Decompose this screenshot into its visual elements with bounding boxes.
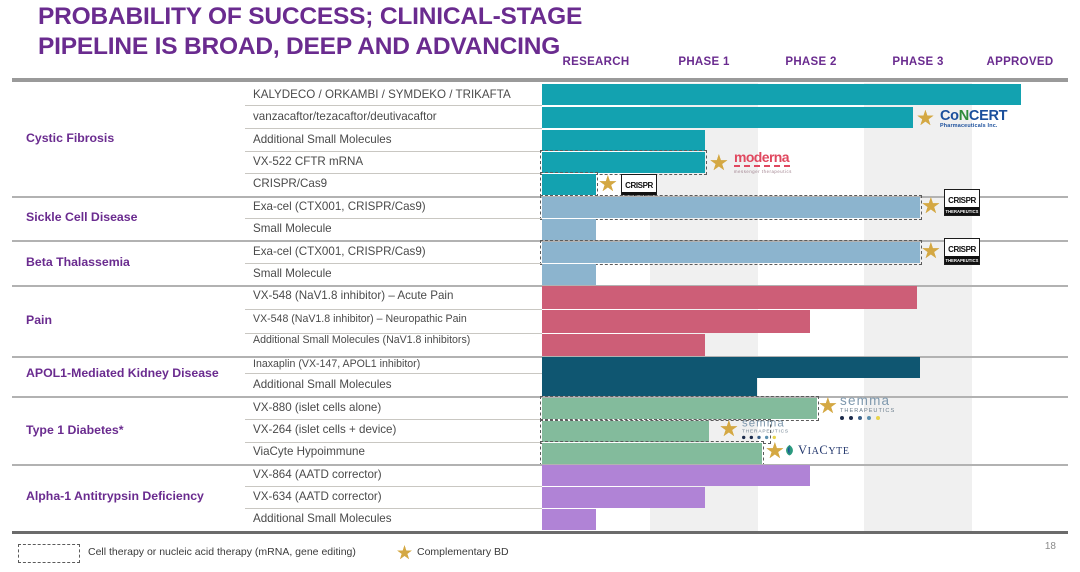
star-icon: ★ bbox=[916, 107, 935, 130]
category-divider bbox=[12, 285, 1068, 287]
bar-beta-thal-small-molecule bbox=[542, 264, 596, 285]
program-name: Exa-cel (CTX001, CRISPR/Cas9) bbox=[253, 245, 426, 258]
category-divider bbox=[12, 396, 1068, 398]
star-icon: ★ bbox=[921, 238, 941, 263]
bar-apol1-additional-small-molecules bbox=[542, 378, 757, 398]
bar-kalydeco-orkambi-symdeko-trikafta bbox=[542, 84, 1021, 105]
star-icon: ★ bbox=[818, 393, 838, 418]
category-divider bbox=[12, 356, 1068, 358]
legend-star-icon: ★ bbox=[396, 543, 414, 564]
column-header-phase-3: PHASE 3 bbox=[892, 56, 944, 68]
row-divider bbox=[245, 333, 542, 334]
bar-vx-264 bbox=[542, 421, 709, 442]
page-title: PROBABILITY OF SUCCESS; CLINICAL-STAGE P… bbox=[38, 3, 583, 60]
row-divider bbox=[245, 151, 542, 152]
program-name: VX-548 (NaV1.8 inhibitor) – Neuropathic … bbox=[253, 313, 467, 325]
concert-pharmaceuticals-logo: CoNCERT Pharmaceuticals Inc. bbox=[940, 108, 1008, 129]
star-icon: ★ bbox=[765, 438, 785, 463]
viacyte-logo: VIACYTE bbox=[783, 443, 850, 458]
bar-vx-634 bbox=[542, 487, 705, 508]
bar-vx-548-neuropathic-pain bbox=[542, 310, 810, 333]
moderna-logo: moderna messenger therapeutics bbox=[734, 149, 792, 174]
legend-star-label: Complementary BD bbox=[417, 546, 509, 558]
column-header-research: RESEARCH bbox=[562, 56, 630, 68]
program-name: VX-864 (AATD corrector) bbox=[253, 468, 382, 481]
row-divider bbox=[245, 486, 542, 487]
star-icon: ★ bbox=[598, 171, 618, 196]
category-label-apol1-mediated-kidney-disease: APOL1-Mediated Kidney Disease bbox=[26, 366, 219, 380]
viacyte-leaf-icon bbox=[786, 444, 793, 456]
category-label-sickle-cell-disease: Sickle Cell Disease bbox=[26, 210, 138, 224]
program-name: Additional Small Molecules bbox=[253, 378, 392, 391]
row-divider bbox=[245, 442, 542, 443]
category-label-pain: Pain bbox=[26, 313, 52, 327]
bar-viacyte-hypoimmune bbox=[542, 443, 762, 464]
bar-scd-small-molecule bbox=[542, 219, 596, 240]
bar-vanzacaftor-tezacaftor-deutivacaftor bbox=[542, 107, 913, 128]
program-name: VX-548 (NaV1.8 inhibitor) – Acute Pain bbox=[253, 289, 454, 302]
program-name: VX-634 (AATD corrector) bbox=[253, 490, 382, 503]
row-divider bbox=[245, 373, 542, 374]
bar-beta-thal-exa-cel bbox=[542, 242, 920, 263]
footer-divider bbox=[12, 531, 1068, 534]
column-header-phase-2: PHASE 2 bbox=[785, 56, 837, 68]
column-header-phase-1: PHASE 1 bbox=[678, 56, 730, 68]
row-divider bbox=[245, 105, 542, 106]
program-name: VX-522 CFTR mRNA bbox=[253, 155, 364, 168]
row-divider bbox=[245, 218, 542, 219]
semma-therapeutics-logo: semma THERAPEUTICS bbox=[840, 394, 895, 420]
bar-vx-548-acute-pain bbox=[542, 286, 917, 309]
bar-cf-additional-small-molecules bbox=[542, 130, 705, 151]
program-name: VX-880 (islet cells alone) bbox=[253, 401, 382, 414]
star-icon: ★ bbox=[719, 416, 739, 441]
category-label-beta-thalassemia: Beta Thalassemia bbox=[26, 255, 130, 269]
star-icon: ★ bbox=[709, 150, 729, 175]
program-name: CRISPR/Cas9 bbox=[253, 177, 328, 190]
program-name: VX-264 (islet cells + device) bbox=[253, 423, 397, 436]
program-name: Additional Small Molecules bbox=[253, 512, 392, 525]
row-divider bbox=[245, 263, 542, 264]
bar-inaxaplin bbox=[542, 357, 920, 378]
legend-dashed-label: Cell therapy or nucleic acid therapy (mR… bbox=[88, 546, 356, 558]
row-divider bbox=[245, 128, 542, 129]
bar-alpha1-additional-small-molecules bbox=[542, 509, 596, 530]
program-name: Small Molecule bbox=[253, 267, 332, 280]
bar-vx-522-cftr-mrna bbox=[542, 152, 705, 173]
program-name: Additional Small Molecules bbox=[253, 133, 392, 146]
header-divider bbox=[12, 78, 1068, 82]
column-header-approved: APPROVED bbox=[986, 56, 1054, 68]
bar-vx-880 bbox=[542, 398, 817, 419]
program-name: Small Molecule bbox=[253, 222, 332, 235]
row-divider bbox=[245, 419, 542, 420]
category-label-alpha-1-antitrypsin-deficiency: Alpha-1 Antitrypsin Deficiency bbox=[26, 489, 204, 503]
bar-pain-additional-small-molecules bbox=[542, 334, 705, 356]
row-divider bbox=[245, 508, 542, 509]
bar-scd-exa-cel bbox=[542, 197, 920, 218]
program-name: Exa-cel (CTX001, CRISPR/Cas9) bbox=[253, 200, 426, 213]
program-name: Inaxaplin (VX-147, APOL1 inhibitor) bbox=[253, 358, 421, 370]
star-icon: ★ bbox=[921, 193, 941, 218]
program-name: vanzacaftor/tezacaftor/deutivacaftor bbox=[253, 110, 437, 123]
category-divider bbox=[12, 464, 1068, 466]
bar-cf-crispr-cas9 bbox=[542, 174, 596, 195]
row-divider bbox=[245, 309, 542, 310]
category-label-cystic-fibrosis: Cystic Fibrosis bbox=[26, 131, 115, 145]
program-name: Additional Small Molecules (NaV1.8 inhib… bbox=[253, 334, 471, 346]
category-label-type-1-diabetes: Type 1 Diabetes* bbox=[26, 423, 124, 437]
program-name: KALYDECO / ORKAMBI / SYMDEKO / TRIKAFTA bbox=[253, 88, 511, 101]
semma-therapeutics-logo: semma THERAPEUTICS bbox=[742, 417, 789, 439]
bar-vx-864 bbox=[542, 465, 810, 486]
program-name: ViaCyte Hypoimmune bbox=[253, 445, 365, 458]
legend-dashed-swatch bbox=[18, 544, 80, 563]
page-number: 18 bbox=[1044, 541, 1056, 552]
row-divider bbox=[245, 173, 542, 174]
